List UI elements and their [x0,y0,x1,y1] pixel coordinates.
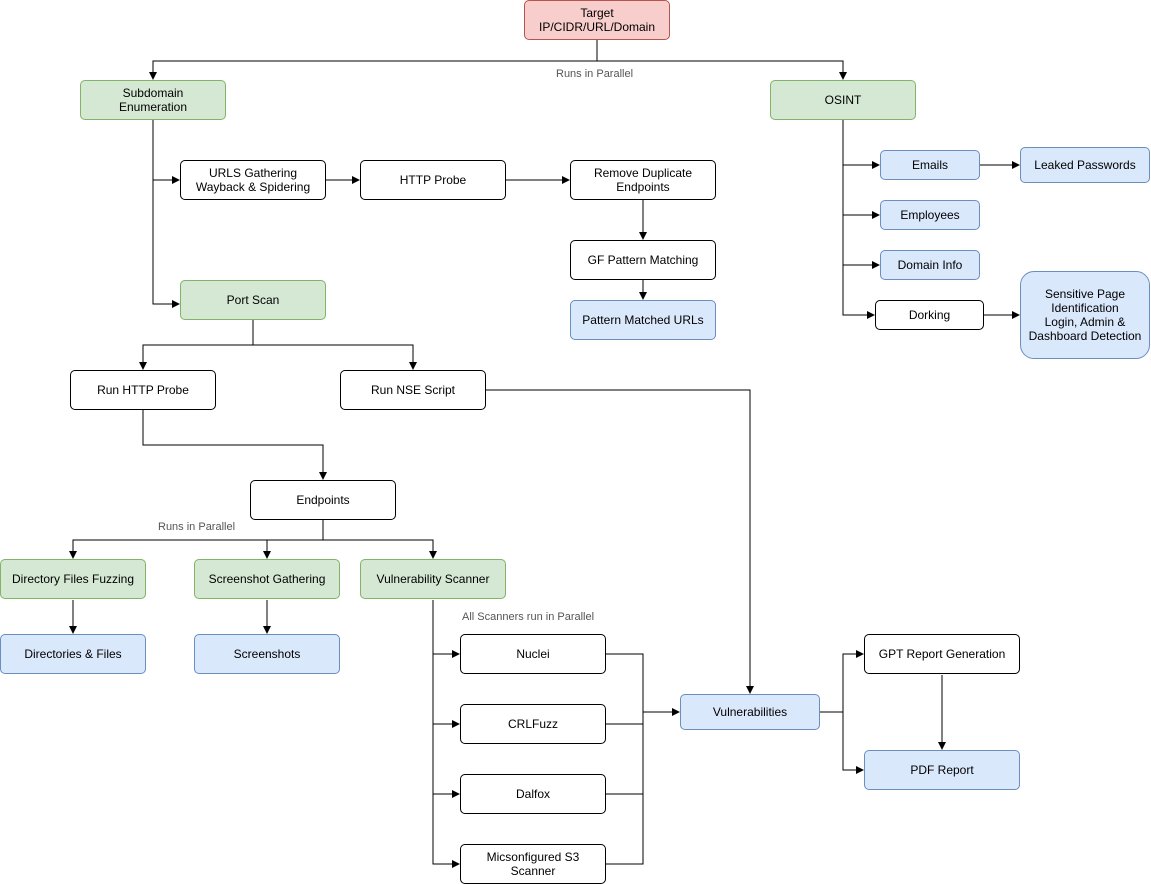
edge-portscan-runnse [253,344,417,370]
node-vulnerability-scanner[interactable]: Vulnerability Scanner [360,559,506,599]
node-leaked-passwords[interactable]: Leaked Passwords [1020,147,1150,183]
node-screenshots[interactable]: Screenshots [194,634,340,674]
node-gpt-report[interactable]: GPT Report Generation [864,634,1020,674]
edge-vulns-pdf [842,712,864,774]
node-sensitive-page[interactable]: Sensitive Page Identification Login, Adm… [1020,271,1150,359]
edge-vulns-gpt [820,650,864,713]
edge-vulnscan-crlfuzz [432,654,460,728]
node-pdf-report[interactable]: PDF Report [864,750,1020,790]
node-vulnerabilities[interactable]: Vulnerabilities [680,694,820,730]
node-remove-duplicate[interactable]: Remove Duplicate Endpoints [570,160,716,200]
edge-osint-employees [842,165,880,219]
label-runs-in-parallel-mid: Runs in Parallel [158,521,236,533]
node-http-probe[interactable]: HTTP Probe [360,160,506,200]
edge-target-subdomain [149,40,598,80]
node-directories-files[interactable]: Directories & Files [0,634,146,674]
edge-subdomain-portscan [152,180,180,308]
node-gf-pattern-matching[interactable]: GF Pattern Matching [570,240,716,280]
label-runs-in-parallel-top: Runs in Parallel [556,68,634,80]
node-dorking[interactable]: Dorking [875,300,984,330]
edge-endpoints-dirfuzz [69,520,324,559]
node-run-nse-script[interactable]: Run NSE Script [340,370,486,410]
edge-vulnscan-s3 [432,794,460,868]
node-pattern-matched-urls[interactable]: Pattern Matched URLs [570,300,716,340]
edge-merge-nuclei [606,653,644,865]
edge-portscan-runhttp [139,320,254,370]
node-domain-info[interactable]: Domain Info [880,250,980,280]
node-subdomain-enumeration[interactable]: Subdomain Enumeration [80,80,226,120]
edge-osint-emails [842,120,880,169]
node-dalfox[interactable]: Dalfox [460,774,606,814]
edge-vulnscan-dalfox [432,724,460,798]
edge-endpoints-vulnscan [323,539,437,559]
edge-vulnscan-nuclei [432,600,460,658]
edge-runnse-vulns [486,389,754,694]
node-screenshot-gathering[interactable]: Screenshot Gathering [194,559,340,599]
node-run-http-probe[interactable]: Run HTTP Probe [70,370,216,410]
node-urls-gathering[interactable]: URLS Gathering Wayback & Spidering [180,160,326,200]
node-target[interactable]: Target IP/CIDR/URL/Domain [524,0,670,40]
node-endpoints[interactable]: Endpoints [250,480,396,520]
node-nuclei[interactable]: Nuclei [460,634,606,674]
edge-osint-domaininfo [842,215,880,269]
edge-subdomain-urls [152,120,180,184]
node-employees[interactable]: Employees [880,200,980,230]
node-osint[interactable]: OSINT [770,80,916,120]
node-s3-scanner[interactable]: Micsonfigured S3 Scanner [460,844,606,884]
node-crlfuzz[interactable]: CRLFuzz [460,704,606,744]
edge-runhttp-endpoints [142,410,327,480]
node-port-scan[interactable]: Port Scan [180,280,326,320]
edge-osint-dorking [842,265,875,319]
node-emails[interactable]: Emails [880,150,980,180]
label-scanners-parallel: All Scanners run in Parallel [462,611,595,623]
node-directory-files-fuzzing[interactable]: Directory Files Fuzzing [0,559,146,599]
edge-target-osint [597,60,847,80]
